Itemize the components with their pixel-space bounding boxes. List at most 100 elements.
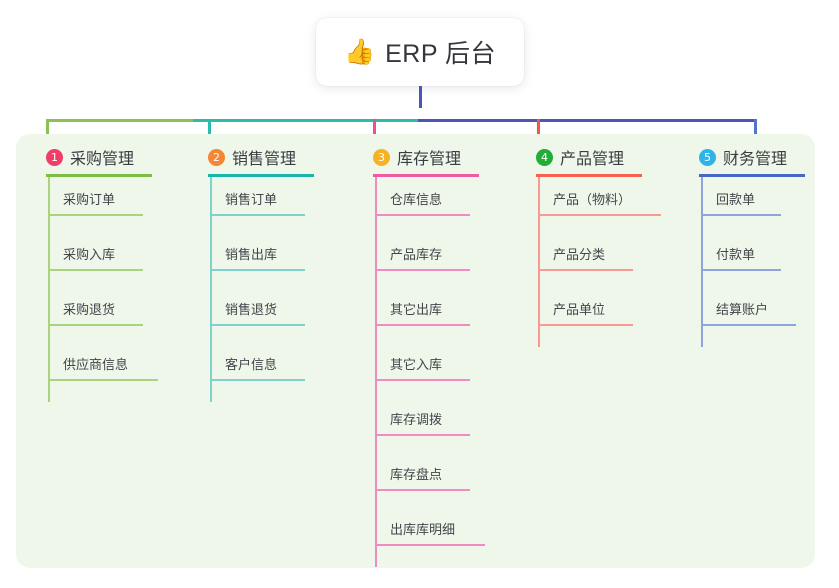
leaf-rule	[375, 379, 470, 381]
leaf-label: 销售出库	[225, 247, 278, 262]
leaf-label: 产品分类	[553, 247, 606, 262]
leaf-item[interactable]: 产品单位	[514, 287, 694, 342]
leaf-item[interactable]: 销售退货	[186, 287, 346, 342]
leaf-item[interactable]: 结算账户	[677, 287, 837, 342]
leaf-label: 销售退货	[225, 302, 278, 317]
column-purchase: 1 采购管理 采购订单 采购入库 采购退货 供应商信息	[24, 140, 184, 402]
leaf-rule	[538, 269, 633, 271]
leaf-item[interactable]: 产品库存	[351, 232, 521, 287]
leaf-rule	[210, 379, 305, 381]
leaf-label: 采购订单	[63, 192, 116, 207]
leaf-rule	[538, 324, 633, 326]
root-node-card[interactable]: 👍 ERP 后台	[316, 18, 524, 86]
leaf-item[interactable]: 仓库信息	[351, 177, 521, 232]
leaf-item[interactable]: 采购退货	[24, 287, 184, 342]
leaf-label: 结算账户	[716, 302, 769, 317]
leaf-item[interactable]: 供应商信息	[24, 342, 184, 397]
column-badge-3: 3	[373, 148, 390, 166]
leaf-label: 供应商信息	[63, 357, 129, 372]
column-title-purchase: 采购管理	[70, 151, 135, 168]
content-panel	[16, 134, 815, 568]
leaf-item[interactable]: 产品分类	[514, 232, 694, 287]
leaf-rule	[538, 214, 661, 216]
leaf-label: 客户信息	[225, 357, 278, 372]
column-badge-5: 5	[699, 148, 716, 166]
column-header-purchase[interactable]: 1 采购管理	[24, 140, 184, 174]
leaf-label: 其它出库	[390, 302, 443, 317]
column-badge-4: 4	[536, 148, 553, 166]
column-title-product: 产品管理	[560, 151, 625, 168]
leaf-item[interactable]: 销售出库	[186, 232, 346, 287]
leaf-rule	[210, 324, 305, 326]
leaf-label: 库存调拨	[390, 412, 443, 427]
leaf-label: 产品单位	[553, 302, 606, 317]
leaf-rule	[701, 269, 781, 271]
leaf-item[interactable]: 付款单	[677, 232, 837, 287]
thumbs-up-icon: 👍	[343, 37, 376, 66]
column-inventory: 3 库存管理 仓库信息 产品库存 其它出库 其它入库 库存调拨 库存盘点	[351, 140, 521, 567]
leaf-item[interactable]: 客户信息	[186, 342, 346, 397]
leaf-label: 产品库存	[390, 247, 443, 262]
bus-segment-2	[193, 119, 419, 122]
column-header-inventory[interactable]: 3 库存管理	[351, 140, 521, 174]
column-rule-purchase	[46, 174, 152, 177]
leaf-item[interactable]: 其它出库	[351, 287, 521, 342]
column-title-sales: 销售管理	[232, 151, 297, 168]
leaf-rule	[48, 214, 143, 216]
leaf-label: 产品（物料）	[553, 192, 632, 207]
column-badge-2: 2	[208, 148, 225, 166]
column-title-inventory: 库存管理	[397, 151, 462, 168]
bus-segment-3	[418, 119, 756, 122]
leaf-label: 付款单	[716, 247, 756, 262]
leaf-item[interactable]: 采购入库	[24, 232, 184, 287]
column-header-finance[interactable]: 5 财务管理	[677, 140, 837, 174]
leaf-item[interactable]: 其它入库	[351, 342, 521, 397]
leaf-rule	[375, 489, 470, 491]
leaf-label: 销售订单	[225, 192, 278, 207]
leaf-rule	[375, 324, 470, 326]
leaf-item[interactable]: 采购订单	[24, 177, 184, 232]
leaf-label: 库存盘点	[390, 467, 443, 482]
leaf-rule	[210, 269, 305, 271]
leaf-rule	[210, 214, 305, 216]
bus-segment-1	[46, 119, 194, 122]
leaf-item[interactable]: 产品（物料）	[514, 177, 694, 232]
leaf-item[interactable]: 库存调拨	[351, 397, 521, 452]
column-rule-sales	[208, 174, 314, 177]
column-header-product[interactable]: 4 产品管理	[514, 140, 694, 174]
column-spine-product	[538, 177, 540, 347]
column-rule-inventory	[373, 174, 479, 177]
leaf-rule	[701, 324, 796, 326]
leaf-label: 回款单	[716, 192, 756, 207]
column-product: 4 产品管理 产品（物料） 产品分类 产品单位	[514, 140, 694, 347]
column-badge-1: 1	[46, 148, 63, 166]
leaf-rule	[375, 269, 470, 271]
leaf-rule	[375, 214, 470, 216]
column-sales: 2 销售管理 销售订单 销售出库 销售退货 客户信息	[186, 140, 346, 402]
leaf-label: 采购退货	[63, 302, 116, 317]
leaf-label: 仓库信息	[390, 192, 443, 207]
column-header-sales[interactable]: 2 销售管理	[186, 140, 346, 174]
root-stem	[419, 86, 422, 108]
leaf-rule	[48, 269, 143, 271]
leaf-item[interactable]: 库存盘点	[351, 452, 521, 507]
root-node-title: ERP 后台	[385, 40, 497, 68]
leaf-label: 其它入库	[390, 357, 443, 372]
leaf-label: 出库库明细	[390, 522, 456, 537]
leaf-label: 采购入库	[63, 247, 116, 262]
column-spine-sales	[210, 177, 212, 402]
leaf-item[interactable]: 回款单	[677, 177, 837, 232]
column-finance: 5 财务管理 回款单 付款单 结算账户	[677, 140, 837, 347]
leaf-item[interactable]: 出库库明细	[351, 507, 521, 562]
leaf-item[interactable]: 销售订单	[186, 177, 346, 232]
column-rule-finance	[699, 174, 805, 177]
leaf-rule	[48, 379, 158, 381]
leaf-rule	[375, 544, 485, 546]
column-spine-finance	[701, 177, 703, 347]
column-spine-purchase	[48, 177, 50, 402]
column-rule-product	[536, 174, 642, 177]
leaf-rule	[701, 214, 781, 216]
leaf-rule	[48, 324, 143, 326]
column-spine-inventory	[375, 177, 377, 567]
